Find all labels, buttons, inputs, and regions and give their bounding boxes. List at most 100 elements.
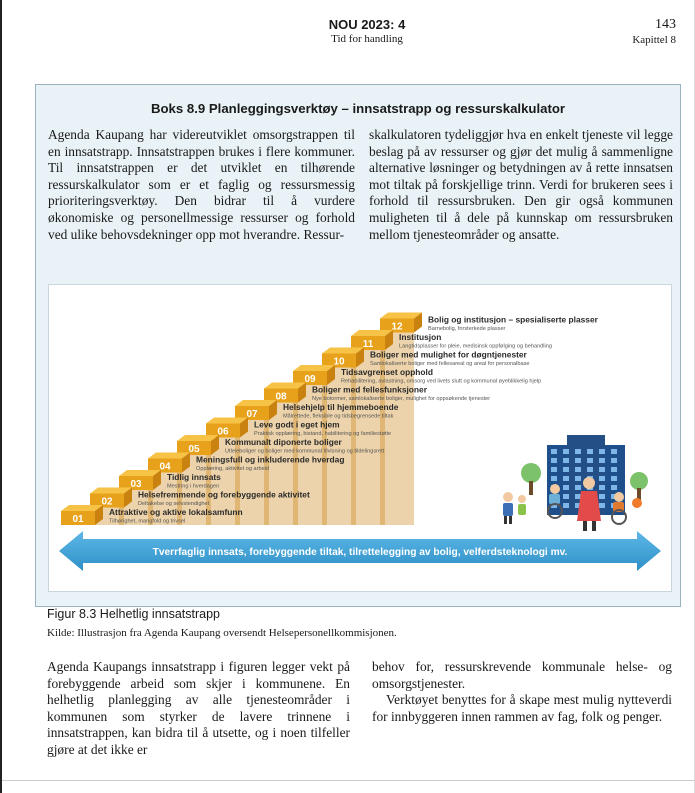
document-id: NOU 2023: 4 bbox=[328, 17, 406, 32]
arrow-label: Tverrfaglig innsats, forebyggende tiltak… bbox=[153, 547, 568, 558]
stair-step: 01 bbox=[61, 505, 103, 525]
step-title: Leve godt i eget hjem bbox=[254, 420, 340, 430]
running-header: NOU 2023: 4 Tid for handling bbox=[302, 17, 432, 45]
window bbox=[575, 485, 581, 490]
step-title: Attraktive og aktive lokalsamfunn bbox=[109, 507, 243, 517]
info-box: Boks 8.9 Planleggingsverktøy – innsatstr… bbox=[35, 84, 681, 607]
stair-step: 09 bbox=[293, 365, 335, 525]
body-text-left: Agenda Kaupangs innsatstrapp i figuren l… bbox=[47, 659, 350, 757]
step-number: 12 bbox=[391, 322, 403, 333]
step-description: Rehabilitering, avlastning, omsorg ved l… bbox=[341, 379, 541, 385]
window bbox=[587, 449, 593, 454]
box-text-left: Agenda Kaupang har videreutviklet omsorg… bbox=[48, 127, 355, 242]
step-title: Helsefremmende og forebyggende aktivitet bbox=[138, 490, 310, 500]
step-description: Utleieboliger og boliger med kommunal ti… bbox=[225, 449, 385, 455]
step-description: Deltakelse og selvstendighet bbox=[138, 501, 210, 507]
elderly-woman-figure bbox=[577, 477, 601, 531]
window bbox=[611, 485, 617, 490]
window bbox=[563, 494, 569, 499]
window bbox=[563, 503, 569, 508]
step-number: 08 bbox=[275, 392, 287, 403]
figure-caption: Figur 8.3 Helhetlig innsatstrapp bbox=[47, 607, 221, 621]
tree-icon bbox=[630, 472, 648, 490]
window bbox=[587, 458, 593, 463]
wheelchair-user-figure bbox=[547, 484, 563, 519]
window bbox=[587, 467, 593, 472]
tree-icon bbox=[521, 463, 541, 483]
window bbox=[575, 467, 581, 472]
step-number: 04 bbox=[159, 462, 171, 473]
stair-step: 10 bbox=[322, 347, 364, 525]
stair-step: 11 bbox=[351, 330, 393, 525]
step-number: 06 bbox=[217, 427, 229, 438]
chapter-label: Kapittel 8 bbox=[632, 34, 676, 46]
window bbox=[599, 503, 605, 508]
page-number: 143 bbox=[655, 17, 676, 32]
window bbox=[599, 476, 605, 481]
arrow-banner: Tverrfaglig innsats, forebyggende tiltak… bbox=[59, 531, 661, 571]
step-description: Tilhørighet, mangfold og trivsel bbox=[109, 519, 185, 525]
step-title: Meningsfull og inkluderende hverdag bbox=[196, 455, 344, 465]
body-text-right: behov for, ressurskrevende kommunale hel… bbox=[372, 659, 672, 725]
box-title: Boks 8.9 Planleggingsverktøy – innsatstr… bbox=[150, 101, 566, 116]
window bbox=[611, 449, 617, 454]
stair-step: 08 bbox=[264, 382, 306, 525]
window bbox=[563, 476, 569, 481]
window bbox=[551, 476, 557, 481]
people-illustration bbox=[503, 435, 648, 531]
child-figure bbox=[503, 492, 513, 524]
box-text-right: skalkulatoren tydeliggjør hva en enkelt … bbox=[369, 127, 673, 242]
window bbox=[599, 458, 605, 463]
step-number: 10 bbox=[333, 357, 345, 368]
window bbox=[563, 449, 569, 454]
wheelchair-child-figure bbox=[611, 492, 627, 525]
window bbox=[563, 467, 569, 472]
window bbox=[599, 449, 605, 454]
step-description: Barnebolig, forsterkede plasser bbox=[428, 326, 506, 332]
step-description: Samlokaliserte boliger med fellesareal o… bbox=[370, 361, 530, 367]
step-number: 03 bbox=[130, 479, 142, 490]
step-description: Praktisk opplæring, bistand, habiliterin… bbox=[254, 431, 391, 437]
step-title: Tidlig innsats bbox=[167, 472, 221, 482]
step-title: Institusjon bbox=[399, 332, 441, 342]
step-title: Bolig og institusjon – spesialiserte pla… bbox=[428, 315, 599, 325]
step-title: Tidsavgrenset opphold bbox=[341, 367, 433, 377]
figure-source: Kilde: Illustrasjon fra Agenda Kaupang o… bbox=[47, 627, 397, 639]
body-paragraph: behov for, ressurskrevende kommunale hel… bbox=[372, 659, 672, 691]
window bbox=[611, 476, 617, 481]
step-title: Boliger med fellesfunksjoner bbox=[312, 385, 428, 395]
step-title: Helsehjelp til hjemmeboende bbox=[283, 402, 399, 412]
window bbox=[551, 449, 557, 454]
step-description: Langtidsplasser for pleie, medisinsk opp… bbox=[399, 344, 552, 350]
window bbox=[551, 458, 557, 463]
window bbox=[599, 467, 605, 472]
stair-step: 05 bbox=[177, 435, 219, 525]
child-figure bbox=[518, 495, 526, 515]
page-info: 143 Kapittel 8 bbox=[632, 17, 676, 46]
step-number: 09 bbox=[304, 374, 316, 385]
document-subtitle: Tid for handling bbox=[331, 33, 403, 45]
step-number: 02 bbox=[101, 497, 113, 508]
stair-step: 06 bbox=[206, 417, 248, 525]
body-paragraph: Verktøyet benyttes for å skape mest muli… bbox=[372, 692, 672, 724]
window bbox=[575, 476, 581, 481]
stair-step: 07 bbox=[235, 400, 277, 525]
step-number: 01 bbox=[72, 514, 84, 525]
step-title: Boliger med mulighet for døgntjenester bbox=[370, 350, 528, 360]
window bbox=[575, 458, 581, 463]
window bbox=[599, 485, 605, 490]
window bbox=[611, 458, 617, 463]
page-bottom-rule bbox=[2, 780, 695, 781]
step-description: Mestring i hverdagen bbox=[167, 484, 219, 490]
window bbox=[611, 467, 617, 472]
window bbox=[551, 467, 557, 472]
window bbox=[575, 494, 581, 499]
window bbox=[575, 449, 581, 454]
ball-icon bbox=[632, 498, 642, 508]
stair-step: 12 bbox=[380, 312, 422, 525]
window bbox=[563, 485, 569, 490]
step-title: Kommunalt diponerte boliger bbox=[225, 437, 343, 447]
